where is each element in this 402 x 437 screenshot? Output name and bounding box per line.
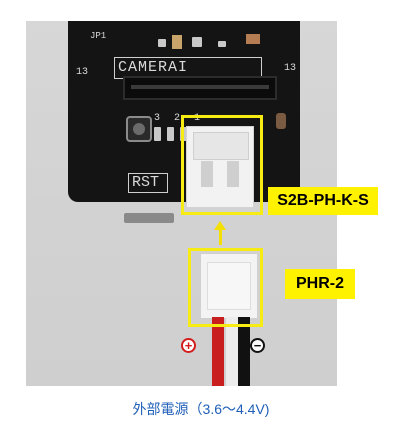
plus-icon: + [181, 338, 196, 353]
s2b-header-connector [186, 126, 254, 208]
phr-cable-connector [200, 253, 258, 319]
silk-camera-label: CAMERAI [118, 59, 189, 76]
silk-rst-label: RST [132, 174, 160, 191]
smd-component [192, 37, 202, 47]
arrow-shaft [219, 229, 222, 245]
smd-component [158, 39, 166, 47]
phr-highlight-box [188, 248, 263, 327]
s2b-highlight-box [181, 115, 263, 215]
usb-connector [124, 213, 174, 223]
smd-capacitor [172, 35, 182, 49]
circuit-board: 13 JP1 13 CAMERAI 3 2 1 RST [68, 21, 300, 202]
phr-label: PHR-2 [285, 269, 355, 299]
minus-icon: − [250, 338, 265, 353]
smd-resistor [246, 34, 260, 44]
black-wire [238, 317, 250, 386]
reset-button [126, 116, 152, 142]
figure-caption: 外部電源（3.6～4.4V) [132, 401, 270, 417]
arrow-up-icon [214, 221, 226, 230]
jumper-pad [154, 127, 161, 141]
smd-component [276, 113, 286, 129]
silk-side-13: 13 [284, 63, 297, 74]
s2b-label: S2B-PH-K-S [268, 187, 378, 215]
jumper-pad [167, 127, 174, 141]
silk-jp1: JP1 [90, 31, 107, 41]
rst-silk-box [128, 173, 168, 193]
silk-top-13: 13 [76, 67, 89, 78]
red-wire [212, 317, 224, 386]
white-gap [226, 317, 238, 386]
silk-pin-numbers: 3 2 1 [154, 113, 205, 124]
camera-connector [123, 76, 277, 100]
smd-component [218, 41, 226, 47]
